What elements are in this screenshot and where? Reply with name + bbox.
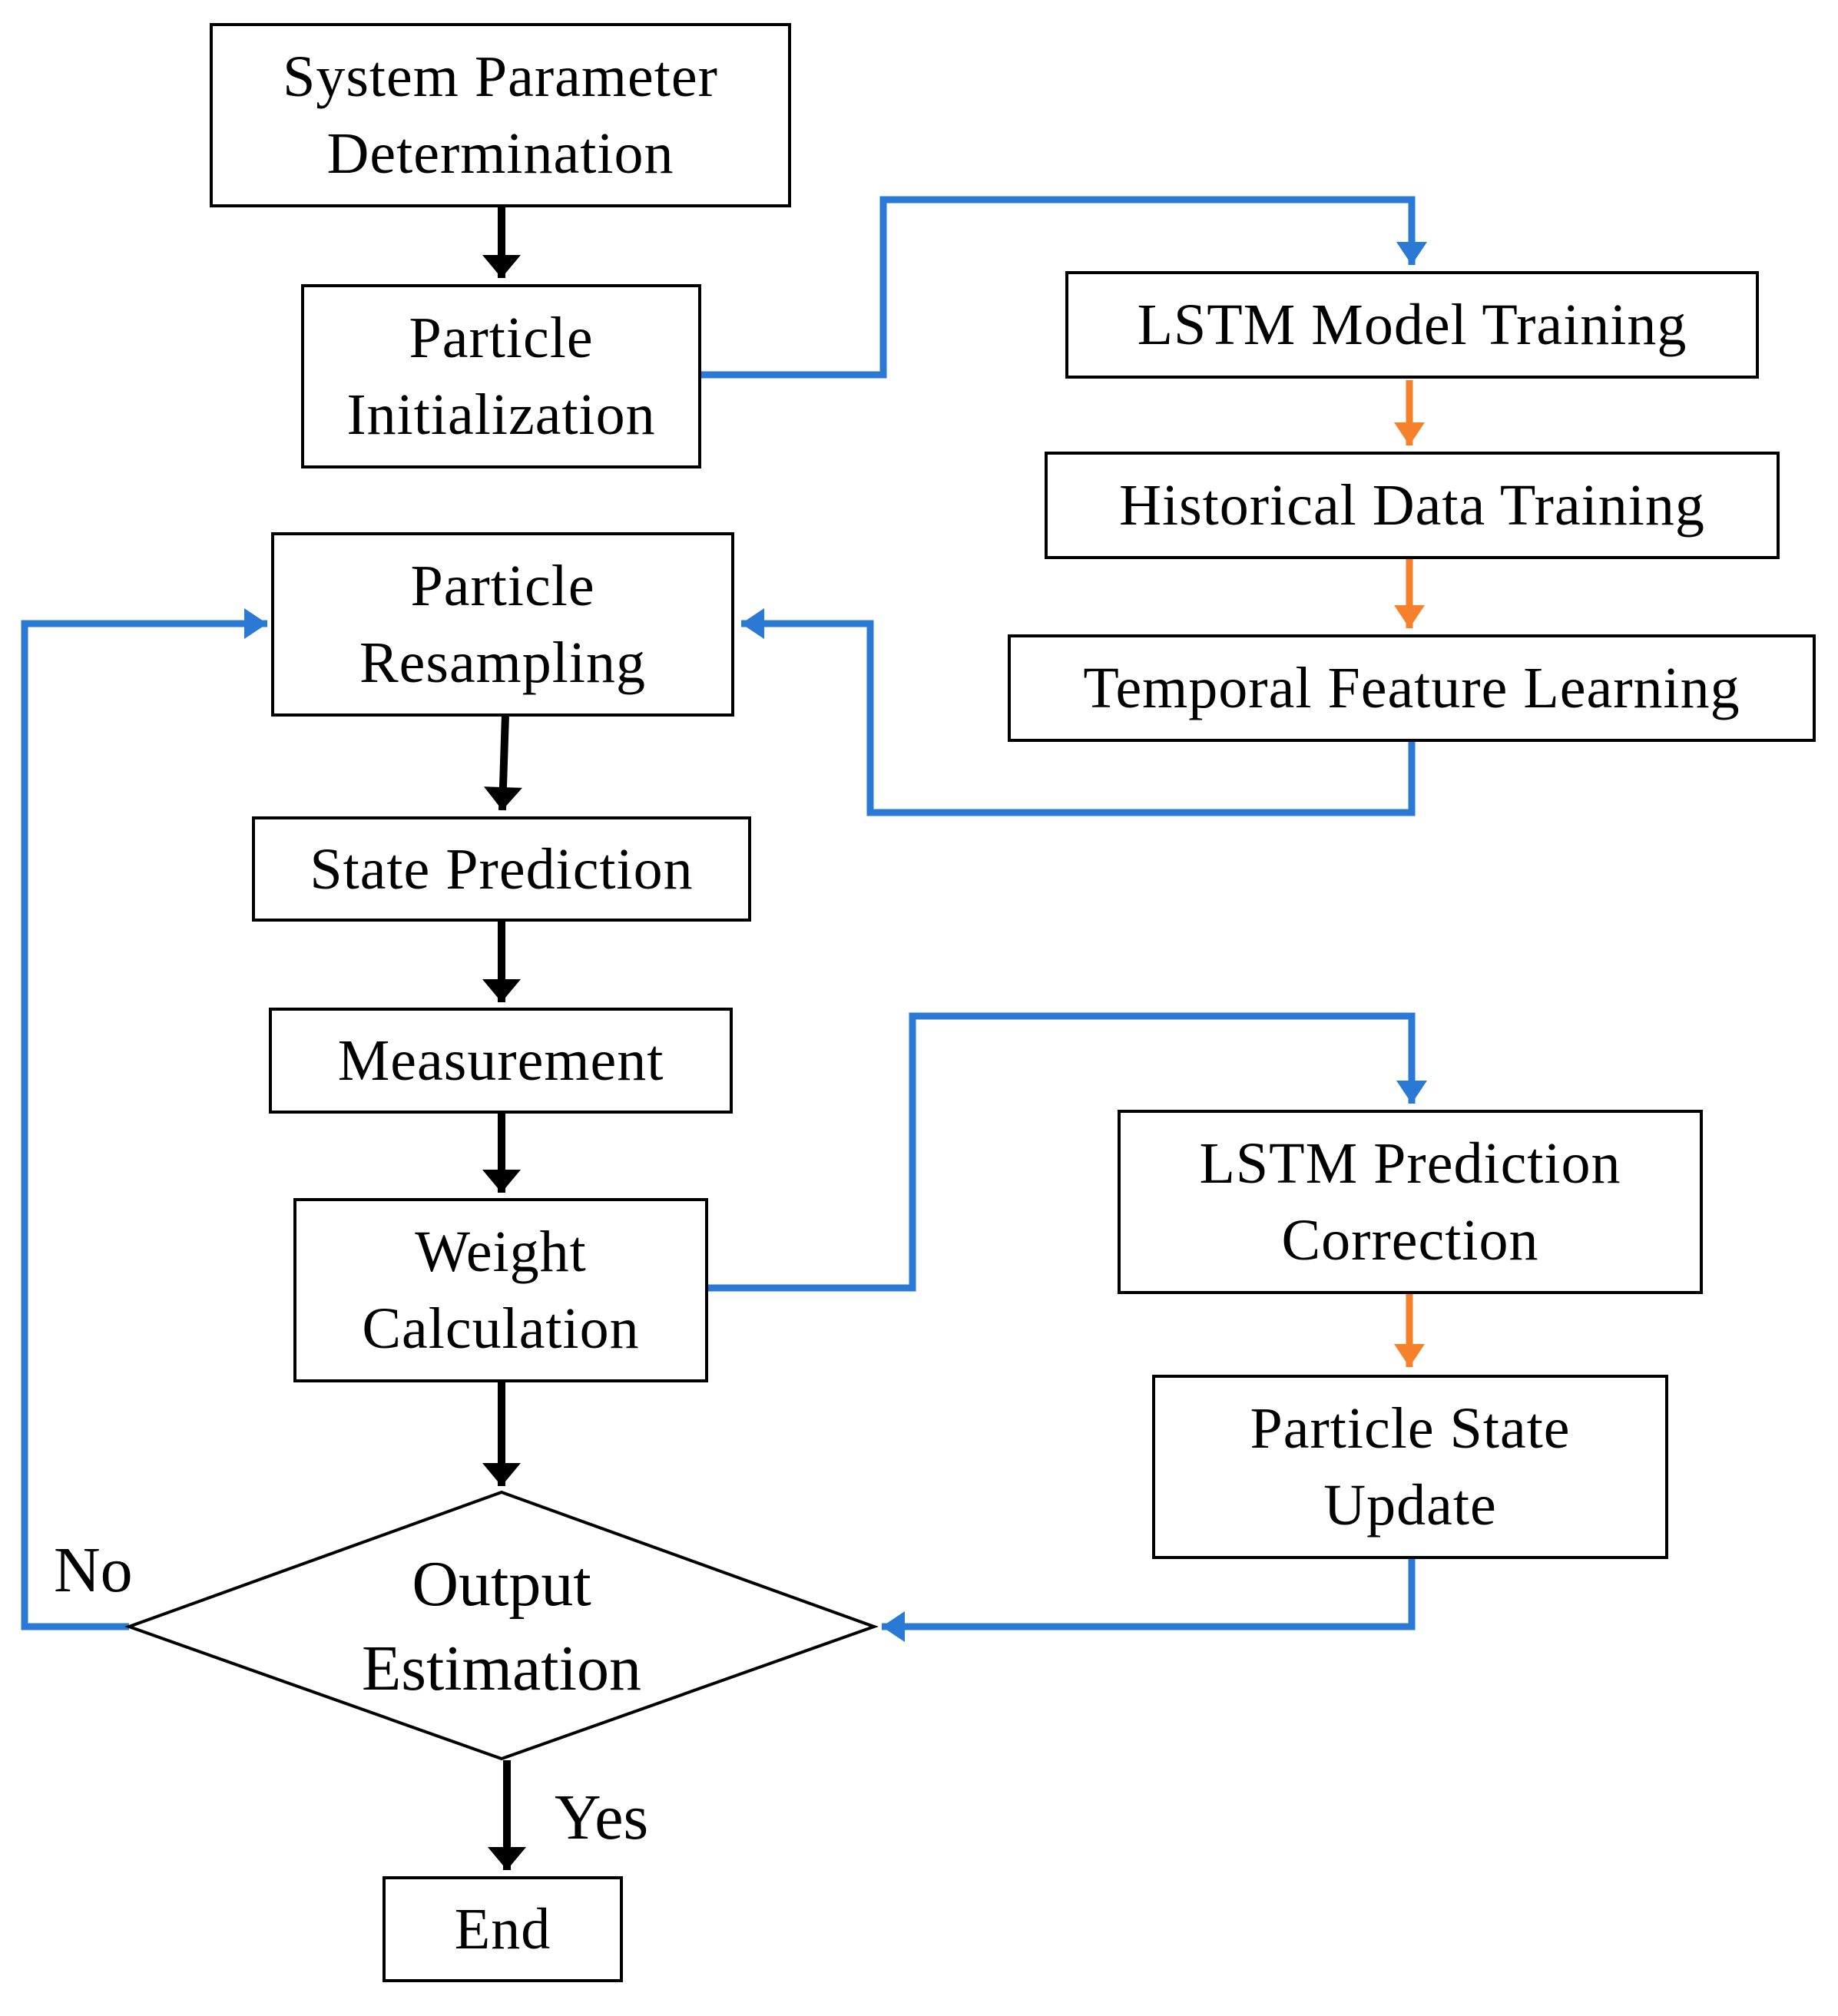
arrow-resampling-to-state bbox=[483, 713, 522, 811]
end-box: End bbox=[383, 1876, 623, 1982]
particle-resampling-box: Particle Resampling bbox=[271, 532, 734, 717]
output-estimation-text: Output Estimation bbox=[307, 1542, 696, 1711]
output-estimation-line2: Estimation bbox=[362, 1633, 641, 1704]
link-no-loop-to-resampling bbox=[21, 608, 267, 1630]
particle-state-update-line1: Particle State bbox=[1250, 1396, 1571, 1461]
particle-state-update-line2: Update bbox=[1323, 1473, 1497, 1538]
measurement-box: Measurement bbox=[269, 1008, 733, 1114]
particle-init-line1: Particle bbox=[409, 306, 594, 370]
no-branch-label: No bbox=[54, 1534, 133, 1606]
temporal-feature-learning-label: Temporal Feature Learning bbox=[1083, 656, 1740, 720]
particle-initialization-box: Particle Initialization bbox=[301, 284, 701, 468]
link-weight-to-lstm-correction bbox=[705, 1012, 1427, 1292]
lstm-model-training-box: LSTM Model Training bbox=[1065, 271, 1759, 379]
system-parameter-line2: Determination bbox=[326, 121, 674, 186]
particle-init-line2: Initialization bbox=[346, 382, 656, 447]
particle-resampling-line2: Resampling bbox=[359, 631, 647, 695]
particle-state-update-box: Particle State Update bbox=[1152, 1375, 1668, 1559]
lstm-model-training-label: LSTM Model Training bbox=[1137, 293, 1687, 357]
state-prediction-box: State Prediction bbox=[252, 816, 751, 922]
historical-data-training-label: Historical Data Training bbox=[1119, 473, 1705, 538]
temporal-feature-learning-box: Temporal Feature Learning bbox=[1008, 634, 1816, 742]
system-parameter-line1: System Parameter bbox=[283, 45, 718, 109]
measurement-label: Measurement bbox=[337, 1028, 664, 1093]
state-prediction-label: State Prediction bbox=[310, 836, 694, 902]
lstm-prediction-correction-box: LSTM Prediction Correction bbox=[1118, 1110, 1703, 1294]
particle-resampling-line1: Particle bbox=[410, 554, 595, 618]
link-temporal-to-resampling bbox=[741, 608, 1416, 816]
yes-branch-label: Yes bbox=[555, 1782, 649, 1853]
historical-data-training-box: Historical Data Training bbox=[1045, 452, 1780, 559]
lstm-prediction-correction-line2: Correction bbox=[1281, 1208, 1539, 1273]
end-label: End bbox=[454, 1897, 551, 1961]
system-parameter-determination-box: System Parameter Determination bbox=[210, 23, 791, 207]
output-estimation-diamond bbox=[124, 1490, 879, 1761]
link-init-to-lstm-training bbox=[699, 196, 1427, 379]
lstm-prediction-correction-line1: LSTM Prediction bbox=[1199, 1131, 1621, 1196]
link-state-update-to-output bbox=[882, 1558, 1416, 1642]
weight-calculation-line2: Calculation bbox=[362, 1296, 640, 1361]
weight-calculation-line1: Weight bbox=[415, 1220, 587, 1284]
output-estimation-line1: Output bbox=[412, 1548, 591, 1620]
weight-calculation-box: Weight Calculation bbox=[293, 1198, 708, 1382]
